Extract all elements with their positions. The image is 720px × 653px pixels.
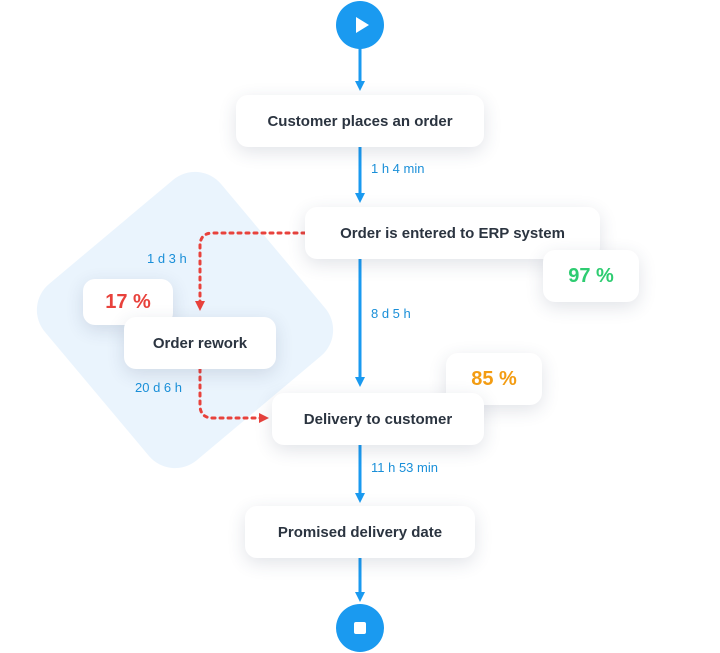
- play-icon: [355, 17, 369, 33]
- node-label: Customer places an order: [267, 112, 453, 130]
- start-button[interactable]: [336, 1, 384, 49]
- node-promised-delivery-date[interactable]: Promised delivery date: [245, 506, 475, 558]
- erp-percentage-badge: 97 %: [543, 250, 639, 302]
- node-label: Promised delivery date: [277, 523, 443, 541]
- duration-erp-to-delivery: 8 d 5 h: [371, 306, 411, 321]
- edge-rework-to-delivery: [198, 367, 269, 423]
- badge-value: 97 %: [568, 264, 614, 287]
- node-customer-places-order[interactable]: Customer places an order: [236, 95, 484, 147]
- badge-value: 85 %: [471, 367, 517, 390]
- node-label: Delivery to customer: [303, 410, 453, 428]
- node-order-rework[interactable]: Order rework: [124, 317, 276, 369]
- delivery-percentage-badge: 85 %: [446, 353, 542, 405]
- node-label: Order is entered to ERP system: [340, 224, 565, 242]
- node-delivery-to-customer[interactable]: Delivery to customer: [272, 393, 484, 445]
- end-button[interactable]: [336, 604, 384, 652]
- duration-erp-to-rework: 1 d 3 h: [147, 251, 187, 266]
- node-label: Order rework: [152, 334, 248, 352]
- duration-order-to-erp: 1 h 4 min: [371, 161, 425, 176]
- badge-value: 17 %: [105, 290, 151, 313]
- duration-rework-to-delivery: 20 d 6 h: [135, 380, 182, 395]
- edge-erp-to-rework: [195, 231, 307, 311]
- duration-delivery-to-promised: 11 h 53 min: [371, 460, 438, 475]
- stop-icon: [354, 622, 366, 634]
